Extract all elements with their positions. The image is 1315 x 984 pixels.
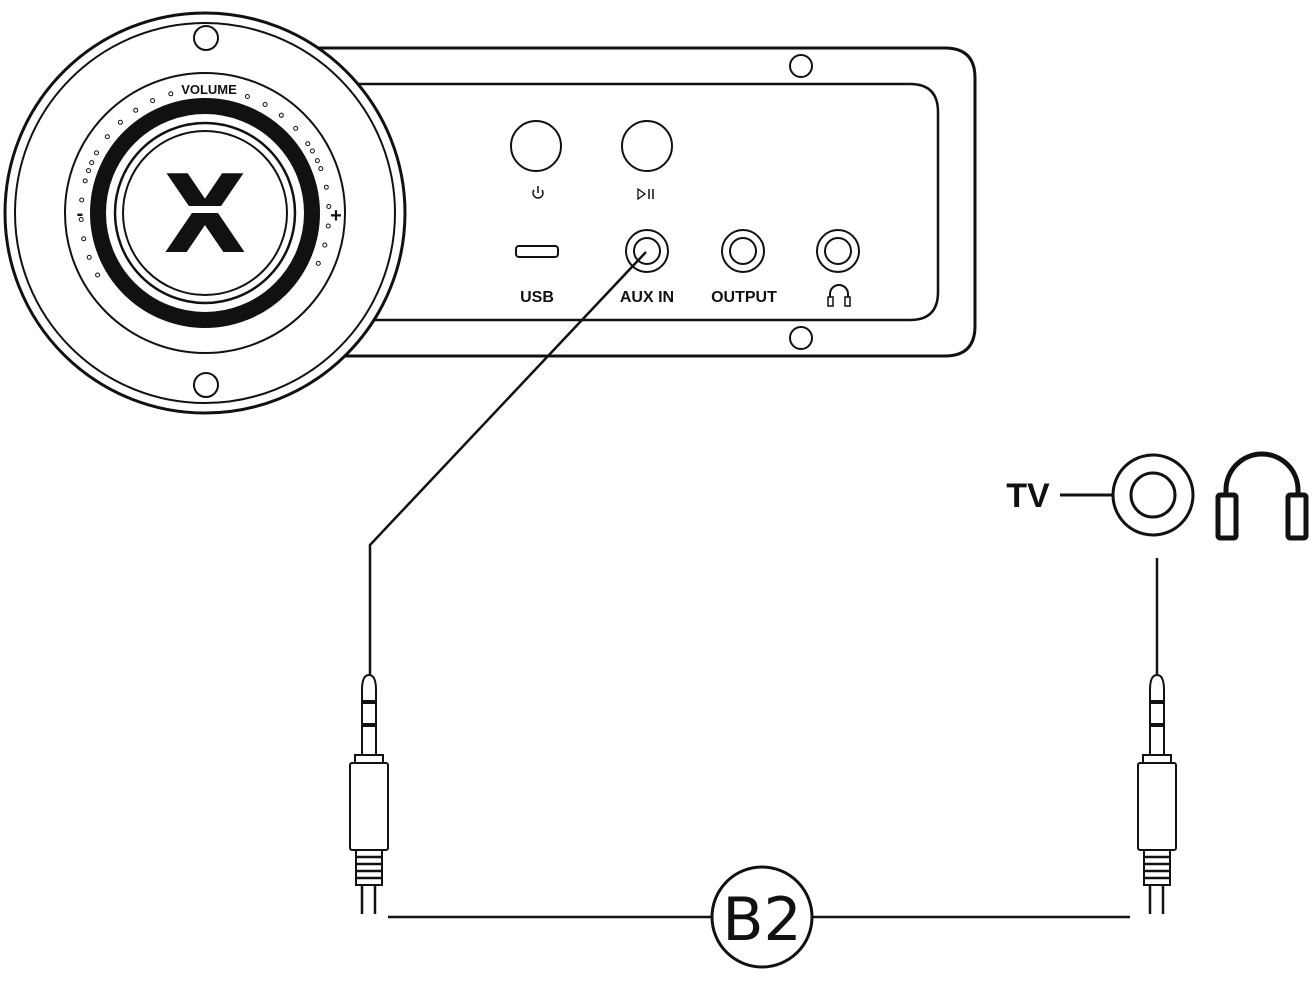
volume-scale-dot <box>89 160 95 166</box>
volume-scale-dot <box>78 217 84 222</box>
logo-cut <box>168 206 246 213</box>
play-pause-button[interactable] <box>621 120 673 201</box>
volume-knob[interactable]: VOLUME - + X <box>3 11 407 415</box>
brand-logo-letter: X <box>163 153 246 278</box>
audio-jack-icon <box>1111 453 1195 537</box>
volume-scale-dot <box>104 134 110 140</box>
volume-scale-dot <box>262 102 268 107</box>
volume-scale-dot <box>117 119 123 125</box>
aux-in-port[interactable]: AUX IN <box>620 229 674 306</box>
usb-port[interactable]: USB <box>515 245 559 306</box>
volume-scale-dot <box>309 148 315 154</box>
volume-scale-dot <box>81 236 87 242</box>
screw-hole <box>193 372 219 398</box>
output-port[interactable]: OUTPUT <box>711 229 777 306</box>
headphone-port[interactable] <box>816 229 860 307</box>
device-panel <box>205 46 977 358</box>
volume-scale-dot <box>326 204 332 209</box>
volume-scale-dot <box>323 184 329 190</box>
cable-wire-left <box>368 251 647 675</box>
volume-scale-dot <box>133 107 139 113</box>
volume-scale-dot <box>86 168 91 174</box>
volume-plus-label: + <box>330 205 342 227</box>
volume-scale-dot <box>305 141 311 147</box>
aux-plug-right <box>1137 558 1177 914</box>
headphone-icon <box>827 284 851 307</box>
volume-scale-dot <box>86 254 92 260</box>
cable-label: B2 <box>722 885 801 955</box>
volume-scale-dot <box>315 260 321 266</box>
cable-callout: B2 <box>388 865 1130 969</box>
tv-source: TV <box>1006 451 1309 541</box>
volume-scale-dot <box>318 166 324 172</box>
volume-scale-dot <box>94 150 99 156</box>
aux-plug-left <box>349 673 389 914</box>
volume-scale-dot <box>244 94 250 99</box>
volume-scale-dot <box>150 98 156 104</box>
volume-scale-dot <box>168 91 174 97</box>
volume-scale-dot <box>325 223 331 229</box>
screw-hole <box>789 326 813 350</box>
volume-scale-dot <box>278 112 284 118</box>
volume-label: VOLUME <box>181 82 237 97</box>
headphone-icon <box>1215 451 1309 541</box>
cable-label-bubble <box>710 865 814 969</box>
volume-scale-dot <box>79 197 85 203</box>
play-pause-icon <box>637 187 654 201</box>
tv-label: TV <box>1006 477 1050 515</box>
power-icon <box>532 186 544 199</box>
volume-scale-dot <box>95 272 101 278</box>
volume-scale-dot <box>322 242 328 248</box>
volume-scale-dot <box>82 178 88 184</box>
power-button[interactable] <box>510 120 562 199</box>
volume-scale-dot <box>293 125 299 131</box>
screw-hole <box>193 25 219 51</box>
screw-hole <box>789 54 813 78</box>
output-label: OUTPUT <box>711 289 777 306</box>
volume-scale-dots <box>78 91 332 278</box>
volume-scale-dot <box>314 158 320 164</box>
volume-minus-label: - <box>77 203 84 225</box>
usb-label: USB <box>520 289 554 306</box>
aux-in-label: AUX IN <box>620 289 674 306</box>
